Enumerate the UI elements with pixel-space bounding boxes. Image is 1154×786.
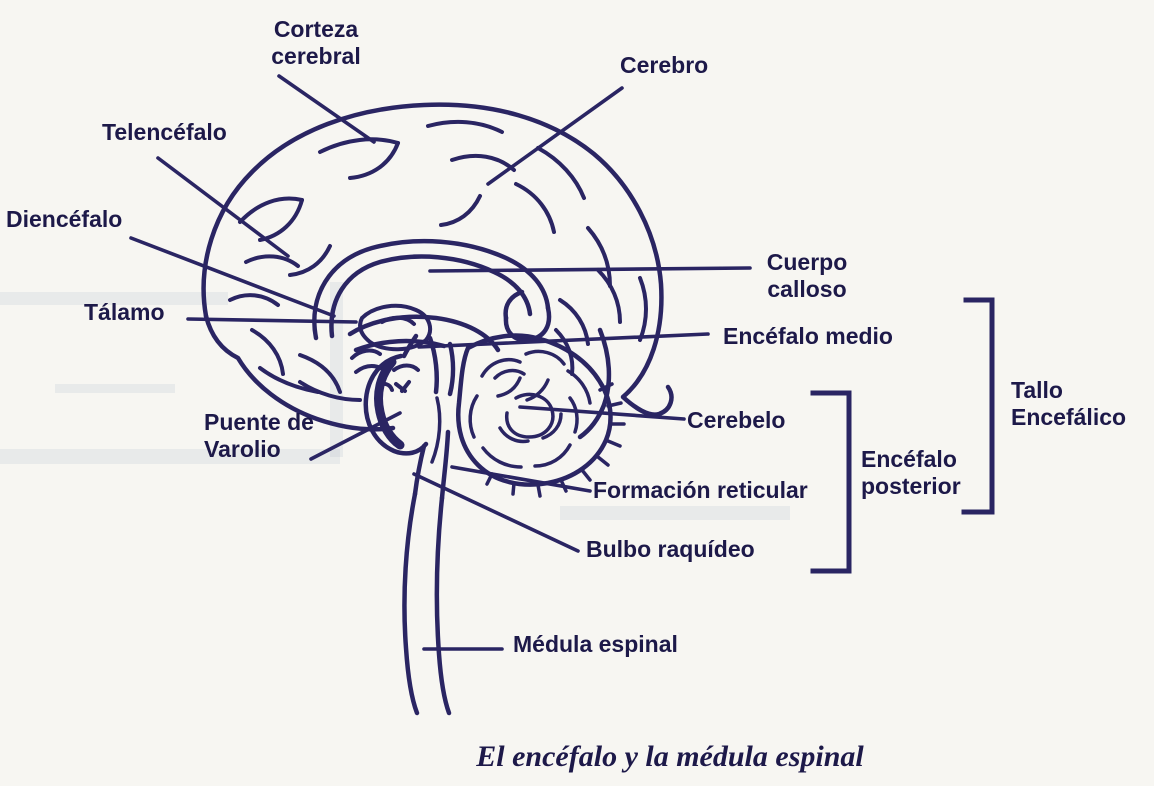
label-encefalo-medio: Encéfalo medio <box>723 323 893 349</box>
label-diencefalo: Diencéfalo <box>6 206 123 232</box>
label-puente-de-varolio: Puente de Varolio <box>204 409 314 462</box>
cerebro-line <box>486 86 624 186</box>
brainstem-spinal-cord <box>402 429 452 716</box>
cerebelo-line <box>518 405 686 421</box>
label-cerebro: Cerebro <box>620 52 709 78</box>
cerebellum-teeth <box>485 382 626 498</box>
diencefalo-line <box>129 236 336 318</box>
corpus-callosum <box>312 238 552 353</box>
label-telencefalo: Telencéfalo <box>102 119 227 145</box>
spinal-cord-right <box>434 495 452 716</box>
pons <box>363 353 429 456</box>
leader-lines <box>129 74 752 651</box>
pons-shading <box>374 357 405 450</box>
corteza-cerebral-line <box>277 74 376 144</box>
talamo-line <box>186 317 358 324</box>
label-bulbo-raquideo: Bulbo raquídeo <box>586 536 755 562</box>
label-talamo: Tálamo <box>84 299 165 325</box>
puente-de-varolio-line <box>309 411 402 461</box>
midbrain <box>401 333 456 397</box>
label-tallo-encefalico: Tallo Encefálico <box>1011 377 1127 430</box>
label-cuerpo-calloso: Cuerpo calloso <box>766 249 848 302</box>
brain-drawing <box>201 102 674 716</box>
label-medula-espinal: Médula espinal <box>513 631 678 657</box>
telencefalo-line <box>156 156 290 258</box>
formacion-reticular-line <box>450 465 592 493</box>
fourth-ventricle <box>430 396 442 464</box>
cerebellum-folia <box>468 349 592 469</box>
label-formacion-reticular: Formación reticular <box>593 477 808 503</box>
cortex-outline <box>201 102 674 417</box>
label-corteza-cerebral: Corteza cerebral <box>271 16 361 69</box>
encefalo-posterior-bracket <box>810 390 852 574</box>
encefalo-medio-line <box>417 332 710 349</box>
label-cerebelo: Cerebelo <box>687 407 786 433</box>
tallo-encefalico-bracket <box>961 297 995 515</box>
bulbo-raquideo-line <box>412 472 580 553</box>
occipital-inner-edge <box>577 327 612 440</box>
brackets <box>810 297 995 574</box>
cerebellum-outline <box>456 333 613 487</box>
cortex-outline-lower <box>203 313 396 432</box>
cuerpo-calloso-line <box>428 266 752 273</box>
label-encefalo-posterior: Encéfalo posterior <box>861 446 961 499</box>
gyri <box>228 120 648 402</box>
figure-caption: El encéfalo y la médula espinal <box>476 740 864 773</box>
spinal-cord-left <box>402 491 420 716</box>
